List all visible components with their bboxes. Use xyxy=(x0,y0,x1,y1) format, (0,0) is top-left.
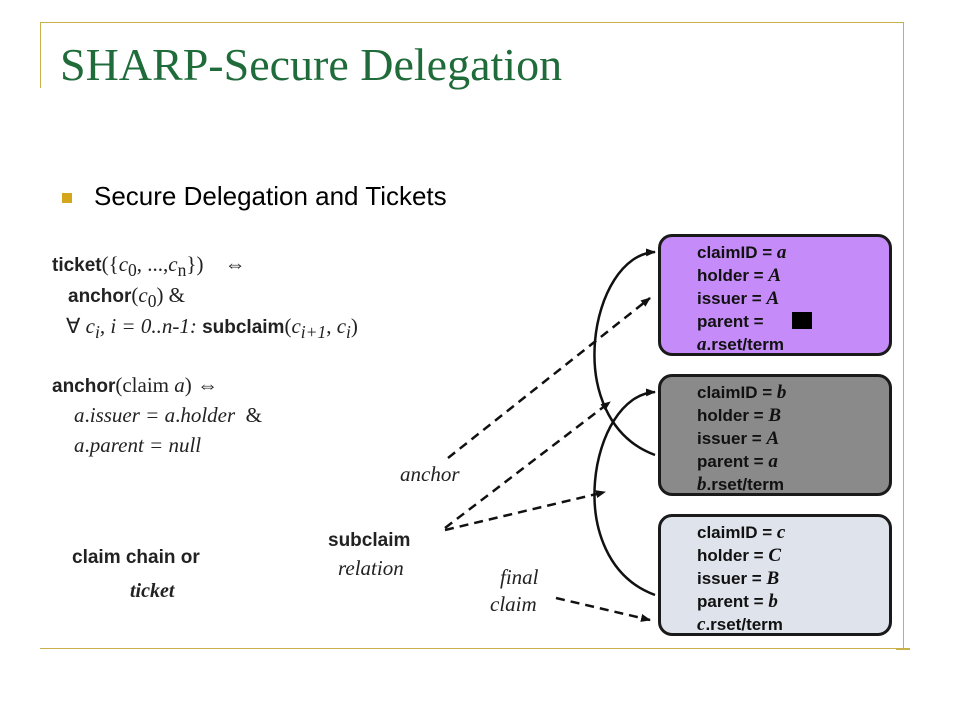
claim-parent-row: parent = b xyxy=(697,591,778,612)
bullet-text: Secure Delegation and Tickets xyxy=(94,181,447,211)
claim-issuer-row: issuer = A xyxy=(697,428,780,449)
final-claim-label: claim xyxy=(490,592,537,616)
anchor-definition-line2: a.issuer = a.holder & xyxy=(74,403,263,427)
claim-rset-row: c.rset/term xyxy=(697,614,783,635)
claim-holder-row: holder = A xyxy=(697,265,782,286)
final-claim-arrow xyxy=(555,596,651,622)
frame-bottom-line xyxy=(40,648,904,649)
frame-top-line xyxy=(40,22,904,23)
subclaim-label: subclaim xyxy=(328,530,411,551)
bullet-marker xyxy=(62,193,72,203)
frame-corner-tick xyxy=(896,648,910,650)
ticket-definition-line1: ticket({c0, ...,cn}) ⇔ xyxy=(52,252,246,281)
claim-parent-row: parent = a xyxy=(697,451,778,472)
ticket-definition-line3: ∀ ci, i = 0..n-1: subclaim(ci+1, ci) xyxy=(66,314,358,343)
parent-arrow-c-to-b xyxy=(593,388,656,597)
claim-issuer-row: issuer = B xyxy=(697,568,780,589)
subclaim-arrow-upper xyxy=(444,401,611,529)
claim-id-row: claimID = a xyxy=(697,242,787,263)
relation-label: relation xyxy=(338,556,404,580)
ticket-label: ticket xyxy=(130,580,175,602)
claim-holder-row: holder = B xyxy=(697,405,782,426)
final-label: final xyxy=(500,565,539,589)
subclaim-arrow-lower xyxy=(444,490,606,532)
anchor-definition-line3: a.parent = null xyxy=(74,433,202,457)
claim-chain-label: claim chain or xyxy=(72,547,200,568)
claim-id-row: claimID = b xyxy=(697,382,787,403)
claim-box-b: claimID = b holder = B issuer = A parent… xyxy=(658,374,892,496)
anchor-label: anchor xyxy=(400,462,460,486)
redacted-square xyxy=(792,312,813,329)
ticket-definition-line2: anchor(c0) & xyxy=(68,283,186,312)
claim-box-a: claimID = a holder = A issuer = A parent… xyxy=(658,234,892,356)
claim-issuer-row: issuer = A xyxy=(697,288,780,309)
claim-box-c: claimID = c holder = C issuer = B parent… xyxy=(658,514,892,636)
claim-rset-row: a.rset/term xyxy=(697,334,784,355)
anchor-arrow xyxy=(447,297,651,459)
parent-arrow-b-to-a xyxy=(593,248,656,457)
slide-title: SHARP-Secure Delegation xyxy=(60,39,563,90)
anchor-definition-line1: anchor(claim a) ⇔ xyxy=(52,373,218,397)
claim-holder-row: holder = C xyxy=(697,545,782,566)
claim-rset-row: b.rset/term xyxy=(697,474,784,495)
frame-right-line xyxy=(903,22,904,650)
claim-parent-row: parent = xyxy=(697,310,889,333)
frame-left-line xyxy=(40,22,41,88)
claim-id-row: claimID = c xyxy=(697,522,786,543)
